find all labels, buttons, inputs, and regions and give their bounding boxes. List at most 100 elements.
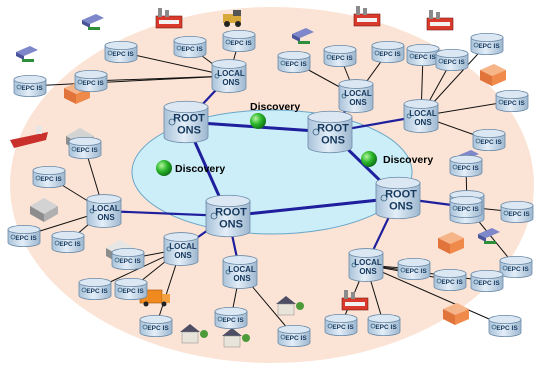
reader-icon — [478, 228, 500, 244]
house-icon — [180, 324, 208, 344]
gear-icon — [438, 58, 444, 64]
server-label: EPC IS — [480, 139, 502, 146]
gear-icon — [502, 265, 508, 271]
epc-is-server: EPC IS — [495, 89, 529, 113]
gear-icon — [473, 279, 479, 285]
epc-is-server: EPC IS — [433, 268, 467, 292]
server-label: EPC IS — [181, 46, 203, 53]
gear-icon — [452, 164, 458, 170]
gear-icon — [327, 323, 333, 329]
gear-icon — [77, 79, 83, 85]
server-label: EPC IS — [59, 241, 81, 248]
server-label: ONS — [222, 78, 240, 87]
server-label: EPC IS — [443, 59, 465, 66]
warehouse-icon — [443, 303, 469, 325]
server-label: EPC IS — [230, 40, 252, 47]
server-label: LOCAL — [217, 69, 245, 78]
gear-icon — [142, 324, 148, 330]
discovery-label: Discovery — [250, 101, 300, 113]
server-label: LOCAL — [409, 109, 437, 118]
server-label: EPC IS — [147, 325, 169, 332]
epc-is-server: EPC IS — [111, 247, 145, 271]
server-label: EPC IS — [457, 165, 479, 172]
server-label: EPC IS — [405, 268, 427, 275]
epc-link — [90, 75, 230, 82]
epc-is-server: EPC IS — [78, 277, 112, 301]
server-label: EPC IS — [76, 147, 98, 154]
epc-is-server: EPC IS — [104, 40, 138, 64]
server-label: EPC IS — [478, 43, 500, 50]
gear-icon — [475, 138, 481, 144]
server-label: EPC IS — [507, 266, 529, 273]
gear-icon — [374, 50, 380, 56]
server-label: EPC IS — [40, 176, 62, 183]
epc-is-server: EPC IS — [214, 306, 248, 330]
gear-icon — [436, 278, 442, 284]
server-label: ROOT — [173, 112, 205, 124]
gear-icon — [280, 334, 286, 340]
epc-is-server: EPC IS — [32, 165, 66, 189]
factory-icon — [426, 10, 454, 31]
server-label: EPC IS — [508, 211, 530, 218]
server-label: EPC IS — [478, 280, 500, 287]
reader-icon — [292, 28, 314, 44]
server-label: LOCAL — [228, 265, 256, 274]
server-label: ROOT — [317, 122, 349, 134]
server-label: LOCAL — [92, 204, 120, 213]
epc-is-server: EPC IS — [435, 48, 469, 72]
server-label: LOCAL — [344, 89, 372, 98]
server-label: EPC IS — [222, 317, 244, 324]
gear-icon — [498, 99, 504, 105]
factory-icon — [341, 290, 369, 311]
epc-is-server: EPC IS — [7, 224, 41, 248]
server-label: EPC IS — [82, 80, 104, 87]
epc-is-server: EPC IS — [449, 195, 483, 219]
discovery-node — [250, 113, 266, 129]
gear-icon — [326, 54, 332, 60]
warehouse-icon — [30, 198, 58, 222]
server-label: ONS — [177, 124, 201, 136]
epc-is-server: EPC IS — [470, 269, 504, 293]
epc-is-server: EPC IS — [470, 32, 504, 56]
factory-icon — [155, 8, 183, 29]
discovery-label: Discovery — [175, 163, 225, 175]
gear-icon — [312, 128, 320, 136]
gear-icon — [117, 287, 123, 293]
gear-icon — [341, 93, 347, 99]
server-label: EPC IS — [285, 335, 307, 342]
warehouse-icon — [438, 232, 464, 254]
gear-icon — [16, 84, 22, 90]
warehouse-icon — [480, 64, 506, 86]
server-label: EPC IS — [15, 235, 37, 242]
gear-icon — [473, 42, 479, 48]
gear-icon — [351, 262, 357, 268]
gear-icon — [176, 45, 182, 51]
server-label: EPC IS — [441, 279, 463, 286]
gear-icon — [406, 113, 412, 119]
reader-icon — [82, 14, 104, 30]
reader-icon — [16, 46, 38, 62]
server-label: ROOT — [385, 188, 417, 200]
factory-icon — [353, 6, 381, 27]
epc-is-server: EPC IS — [367, 313, 401, 337]
gear-icon — [217, 316, 223, 322]
gear-icon — [35, 175, 41, 181]
gear-icon — [10, 234, 16, 240]
server-label: EPC IS — [503, 100, 525, 107]
epc-is-server: EPC IS — [173, 35, 207, 59]
gear-icon — [210, 212, 218, 220]
gear-icon — [168, 118, 176, 126]
